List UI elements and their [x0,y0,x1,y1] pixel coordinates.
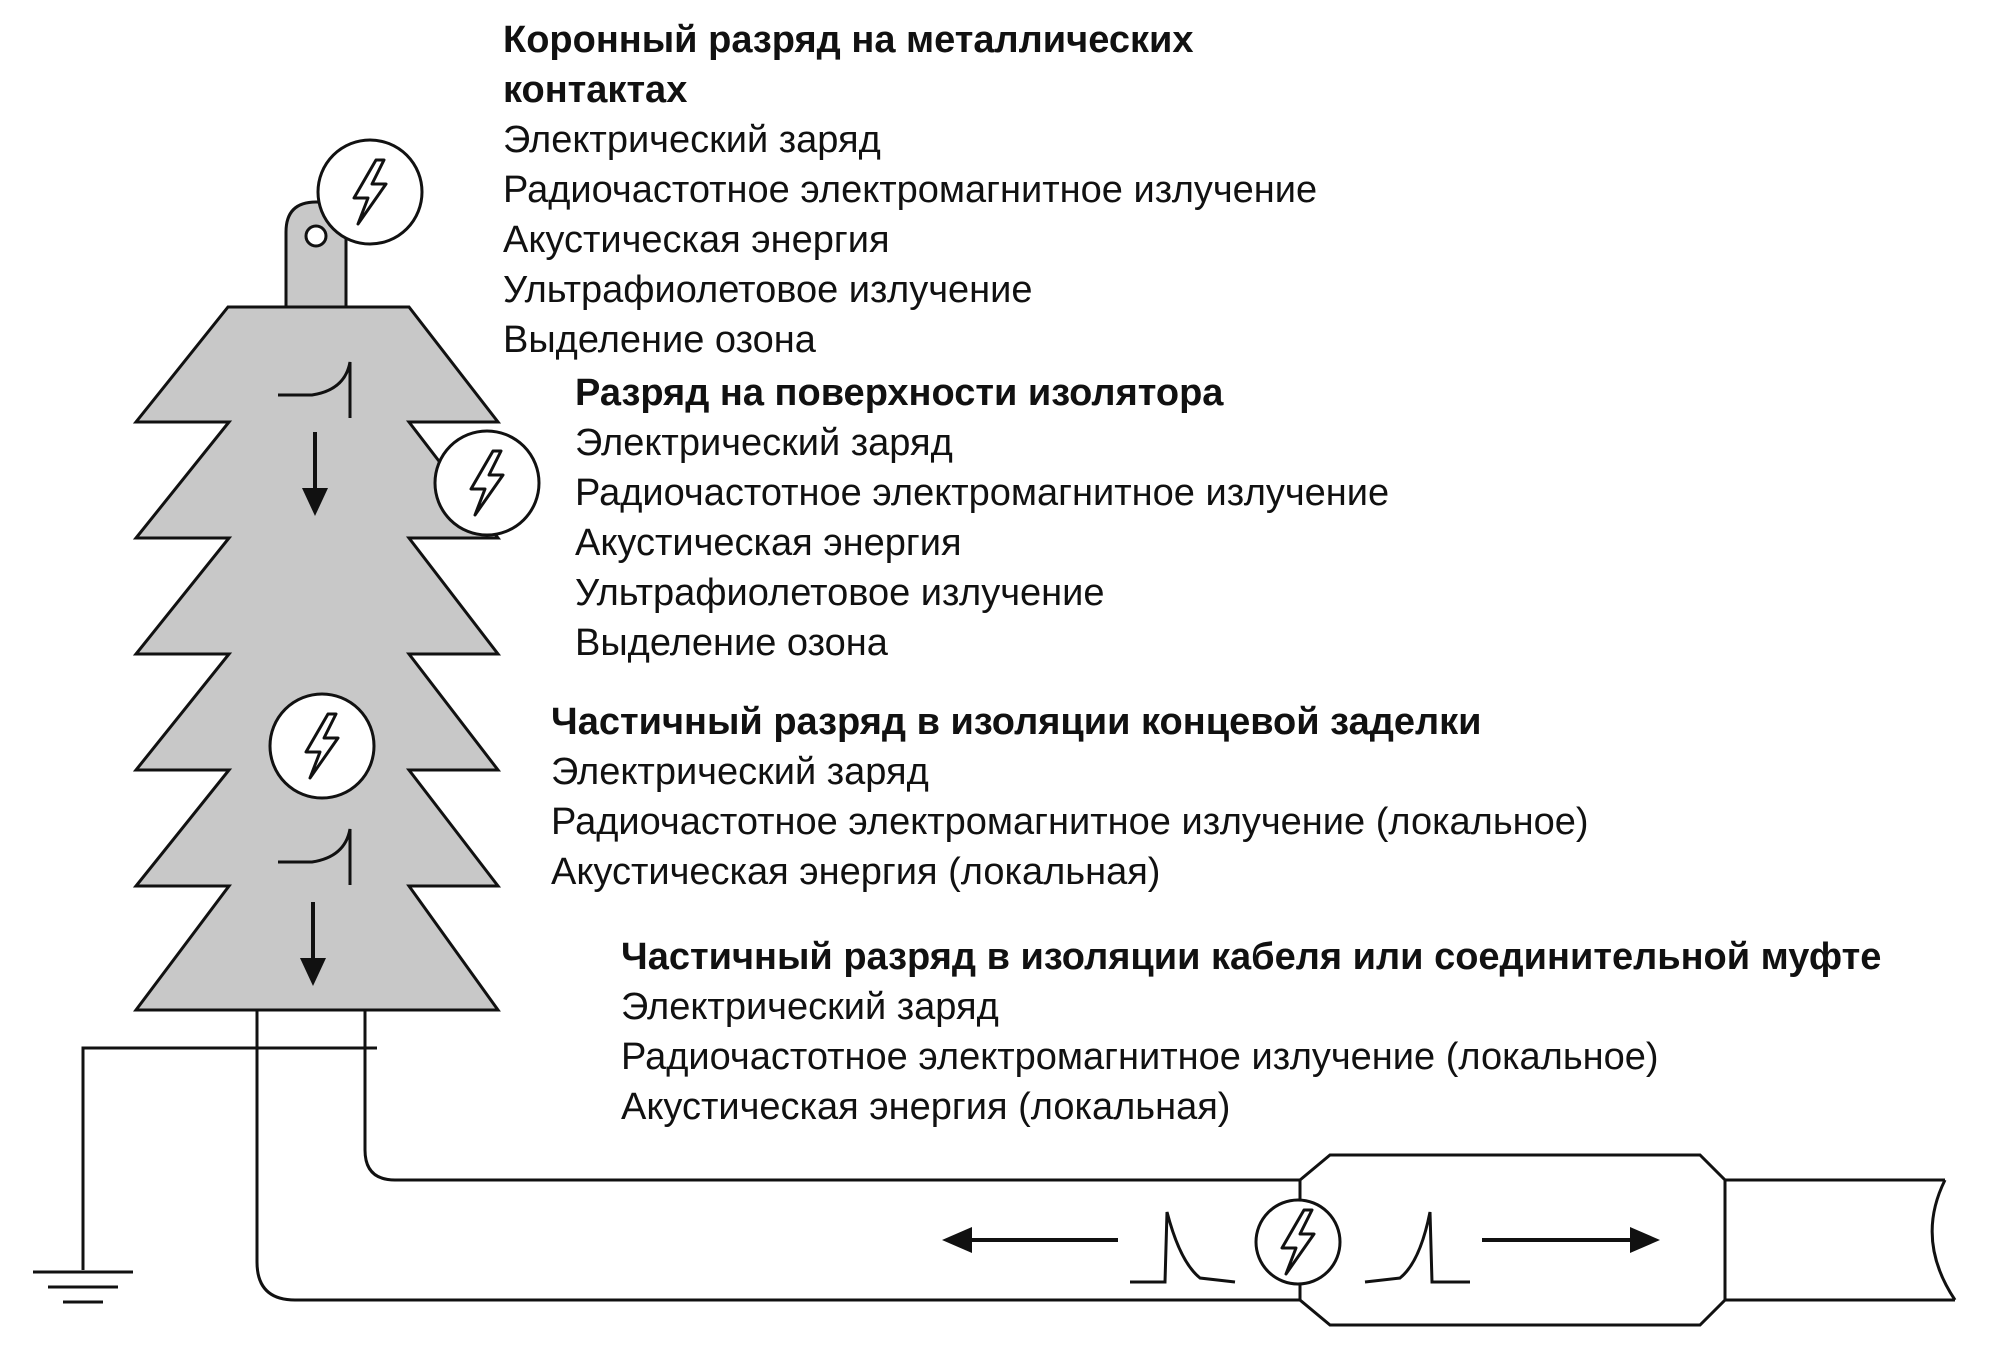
cable-inner-line [363,1010,1300,1182]
list-item: Выделение озона [503,319,816,361]
cable-right [1725,1178,1955,1302]
cable-cut-end [1930,1179,1957,1301]
ground-icon [33,1270,133,1304]
list-item: Электрический заряд [575,422,953,464]
lightning-icon [268,692,376,800]
list-item: Акустическая энергия [503,219,890,261]
list-item: Акустическая энергия (локальная) [551,851,1161,893]
cable-block: Частичный разряд в изоляции кабеля или с… [621,932,1881,1132]
lightning-icon [433,429,541,537]
arrow-icon [1482,1227,1660,1253]
pulse-icon [278,828,352,885]
list-item: Ультрафиолетовое излучение [503,269,1033,311]
arrow-icon [300,902,326,986]
list-item: Радиочастотное электромагнитное излучени… [575,472,1390,514]
pulse-icon [1130,1211,1236,1284]
list-item: Ультрафиолетовое излучение [575,572,1105,614]
lightning-icon [1254,1198,1342,1286]
ground-wire [81,1046,377,1270]
arrow-icon [942,1227,1118,1253]
list-item: Акустическая энергия [575,522,962,564]
block-title: Частичный разряд в изоляции концевой зад… [551,701,1482,743]
block-title: Коронный разряд на металлических контакт… [503,19,1194,111]
list-item: Радиочастотное электромагнитное излучени… [621,1036,1659,1078]
block-title: Частичный разряд в изоляции кабеля или с… [621,936,1882,978]
list-item: Электрический заряд [503,119,881,161]
block-title: Разряд на поверхности изолятора [575,372,1224,414]
list-item: Электрический заряд [551,751,929,793]
cable-outer-line [255,1010,1315,1302]
list-item: Радиочастотное электромагнитное излучени… [503,169,1318,211]
surface-block: Разряд на поверхности изолятора Электрич… [575,368,1389,668]
pulse-icon [1364,1211,1470,1284]
lightning-icon [316,138,424,246]
list-item: Электрический заряд [621,986,999,1028]
corona-block: Коронный разряд на металлических контакт… [503,15,1363,365]
list-item: Радиочастотное электромагнитное излучени… [551,801,1589,843]
list-item: Выделение озона [575,622,888,664]
terminal-hole [304,224,328,248]
pulse-icon [278,361,352,418]
list-item: Акустическая энергия (локальная) [621,1086,1231,1128]
insulator-body [132,305,502,1012]
termination-block: Частичный разряд в изоляции концевой зад… [551,697,1589,897]
arrow-icon [302,432,328,516]
